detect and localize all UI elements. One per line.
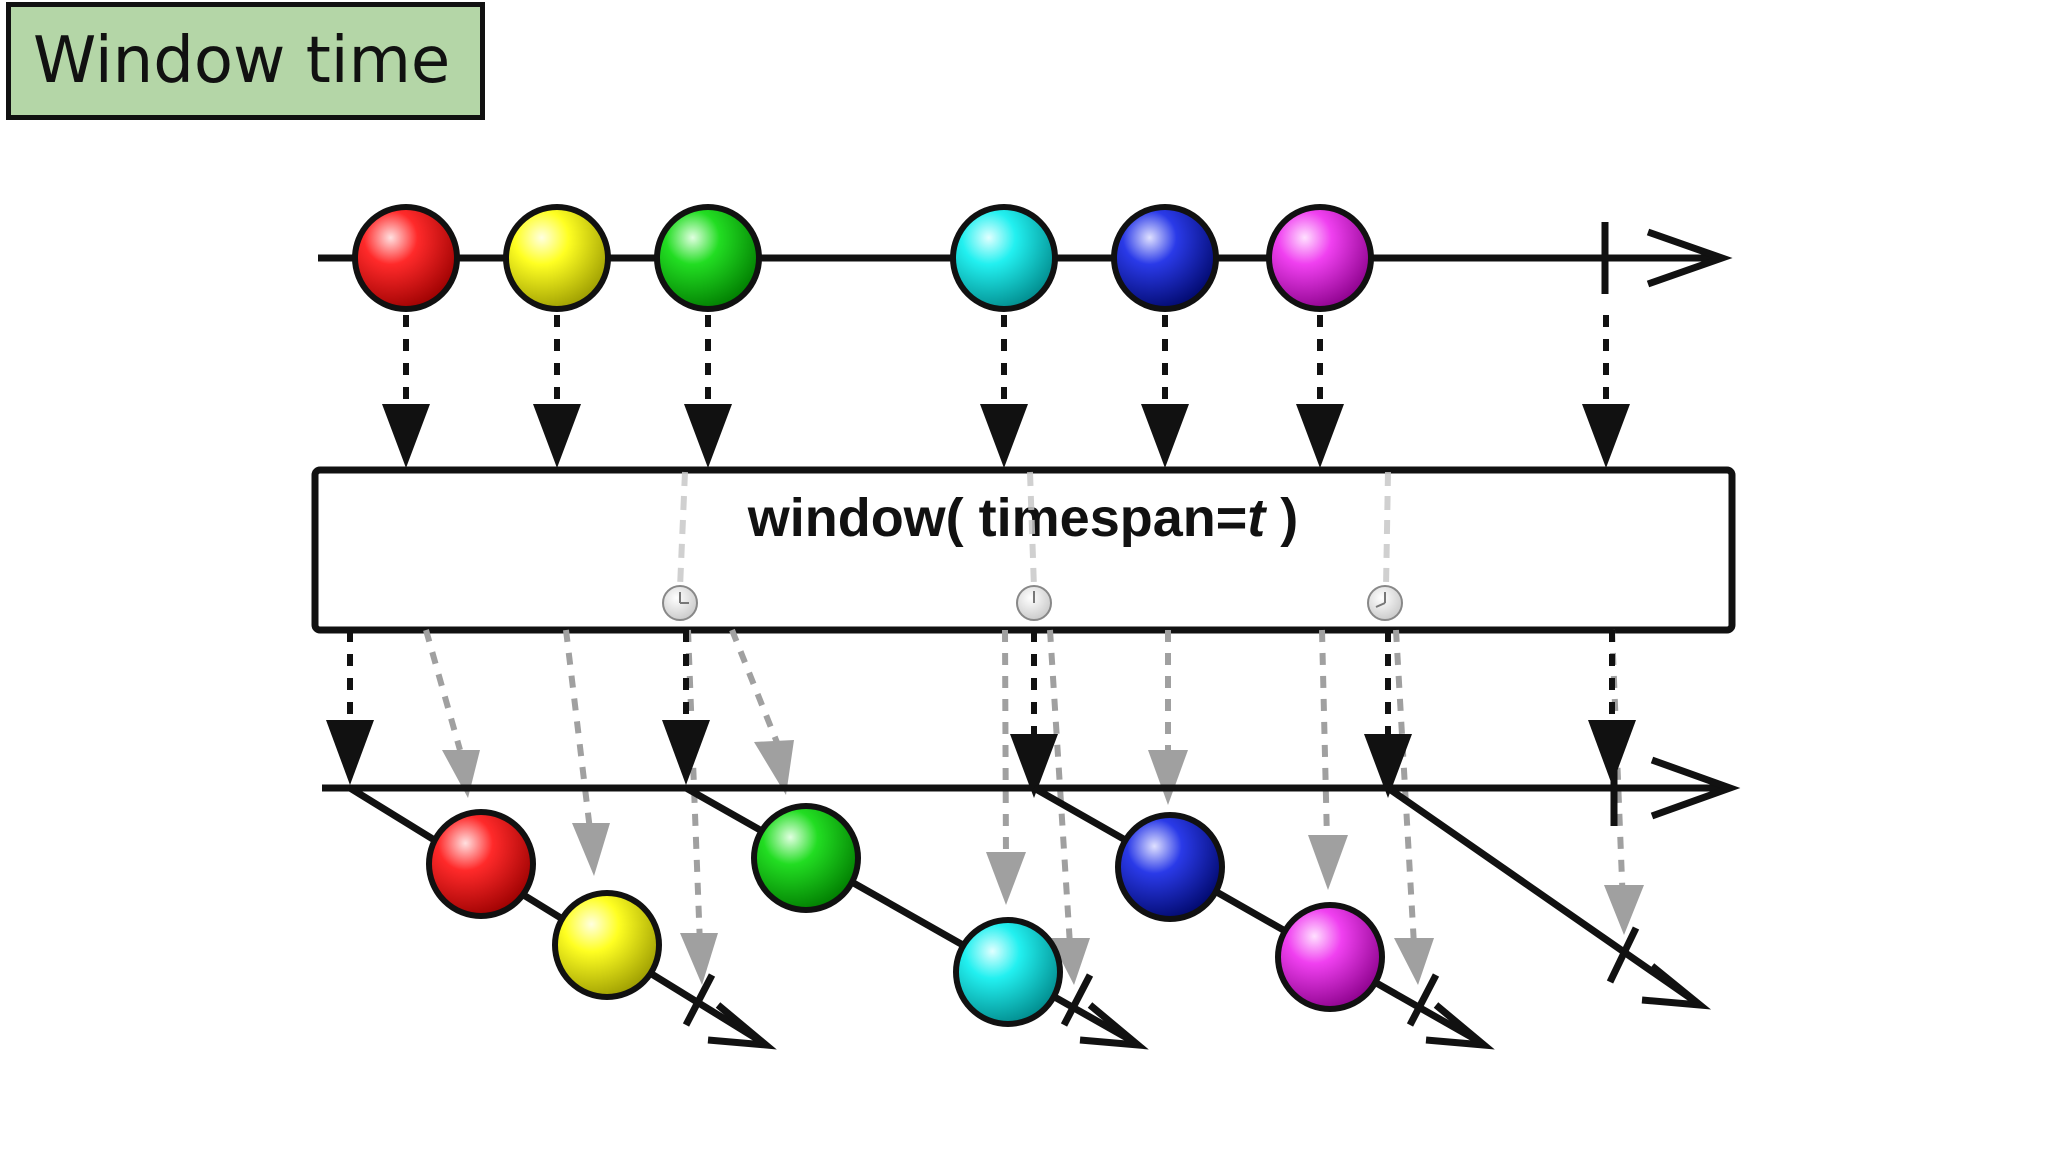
source-emission-arrows xyxy=(403,315,1609,410)
source-marbles xyxy=(352,204,1374,312)
source-marble-red xyxy=(352,204,460,312)
source-marble-cyan xyxy=(950,204,1058,312)
window-2-marble-green xyxy=(751,803,861,913)
output-gray-emission-lines xyxy=(423,628,1626,946)
source-marble-blue xyxy=(1111,204,1219,312)
slide-title: Window time xyxy=(33,24,451,98)
slide-title-box: Window time xyxy=(6,2,485,120)
source-arrowheads xyxy=(382,404,1630,468)
output-timeline xyxy=(322,752,1741,826)
timer-clocks xyxy=(662,585,1403,621)
window-stream-3 xyxy=(1032,784,1495,1050)
clock-icon xyxy=(1367,585,1403,621)
window-2-marble-cyan xyxy=(953,917,1063,1027)
window-stream-4 xyxy=(1386,785,1712,1010)
window-marbles xyxy=(426,803,1385,1027)
source-marble-yellow xyxy=(503,204,611,312)
clock-icon xyxy=(662,585,698,621)
window-open-lines xyxy=(347,630,1615,736)
timer-lines xyxy=(677,471,1391,589)
window-1-marble-red xyxy=(426,809,536,919)
window-3-marble-blue xyxy=(1115,812,1225,922)
operator-label: window( timespan=t ) xyxy=(747,488,1299,548)
output-gray-arrowheads xyxy=(442,740,1644,985)
source-marble-magenta xyxy=(1266,204,1374,312)
clock-icon xyxy=(1016,585,1052,621)
window-stream-1 xyxy=(348,785,777,1050)
window-1-marble-yellow xyxy=(552,890,662,1000)
window-3-marble-magenta xyxy=(1275,902,1385,1012)
source-marble-green xyxy=(654,204,762,312)
